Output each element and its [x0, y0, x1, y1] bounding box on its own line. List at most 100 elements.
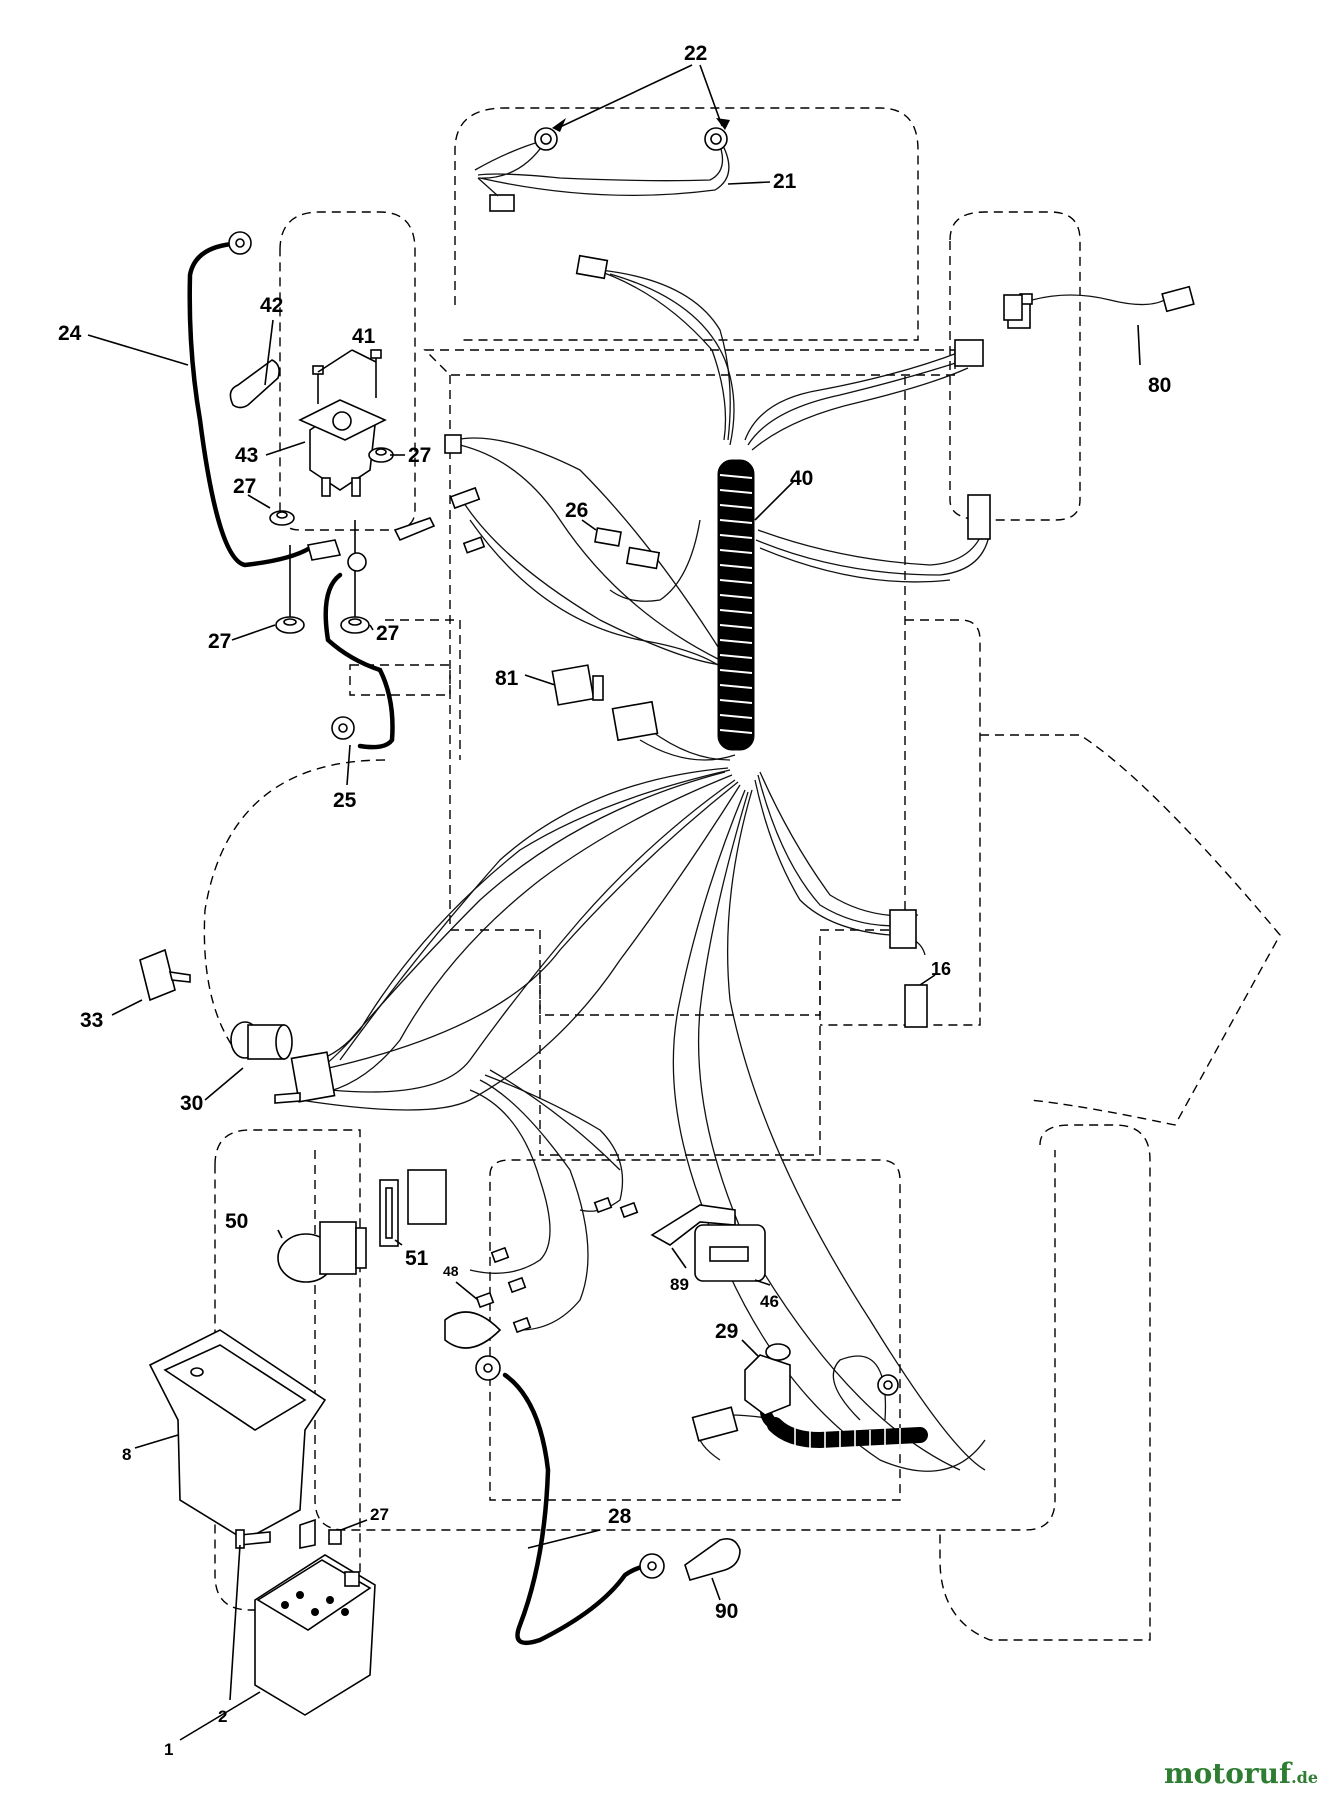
ignition-area: [139, 948, 336, 1104]
pto-connector: [407, 1169, 447, 1225]
pto-switch-50: [277, 1221, 367, 1283]
hex-nut-27-b: [368, 447, 394, 463]
relay-socket-81: [611, 700, 659, 742]
callout-27-d: 27: [376, 622, 399, 645]
battery-area: [148, 1329, 741, 1716]
hex-nut-27-c: [275, 616, 305, 634]
callout-81: 81: [495, 667, 519, 690]
callout-27-a: 27: [233, 475, 256, 498]
meter-area: [650, 1204, 899, 1442]
connector-16-top: [889, 909, 917, 949]
watermark-tld: .de: [1291, 1768, 1318, 1787]
callout-29: 29: [715, 1320, 738, 1343]
connector-right-lower: [967, 494, 991, 540]
center-panel-outline: [385, 619, 981, 1026]
relay-81: [551, 664, 595, 706]
callout-43: 43: [235, 444, 258, 467]
sensor-lead-80: [1031, 294, 1169, 306]
battery-cable-28: [502, 1372, 655, 1646]
headlight-right: [704, 127, 728, 151]
terminal-boot-42: [229, 359, 280, 409]
watermark-logo: motoruf.de: [1164, 1757, 1318, 1790]
headlight-left: [534, 127, 558, 151]
right-wheel-outline: [980, 734, 1281, 1126]
callout-33: 33: [80, 1009, 103, 1032]
callout-28: 28: [608, 1505, 632, 1528]
callout-26: 26: [565, 499, 588, 522]
center-body-outline: [449, 375, 906, 1016]
left-wheel-outline: [203, 759, 386, 1051]
fuse-holder-26-b: [625, 546, 661, 570]
callout-27-c: 27: [208, 630, 231, 653]
connector-80-b: [1003, 294, 1023, 321]
ignition-plug: [290, 1051, 336, 1103]
callout-46: 46: [760, 1292, 779, 1311]
callout-48: 48: [443, 1263, 459, 1279]
callout-80: 80: [1148, 374, 1171, 397]
sensor-plug-80: [1161, 285, 1195, 313]
connector-16: [904, 984, 928, 1028]
small-bracket-outline: [349, 664, 451, 696]
solenoid-assembly: [229, 349, 394, 634]
hood-outline: [454, 107, 919, 341]
harness-coil: [717, 459, 755, 751]
terminal-left-mid: [449, 486, 481, 510]
callout-42: 42: [260, 294, 283, 317]
callout-40: 40: [790, 467, 813, 490]
left-fender-outline: [279, 211, 416, 531]
headlight-connector: [489, 194, 515, 212]
callout-51: 51: [405, 1247, 429, 1270]
callout-labels: 22 21 24 42 41 43 27 27 27 27 25 40 26 8…: [58, 42, 1171, 1759]
terminal-clamp: [299, 1518, 316, 1549]
chassis-outlines: [203, 107, 1281, 1641]
battery-cable-24: [187, 241, 313, 568]
callout-22: 22: [684, 42, 707, 65]
harness-plug-top: [575, 254, 609, 280]
hex-nut-27-d: [340, 616, 370, 634]
front-connectors: [393, 254, 1195, 1028]
leader-lines: [87, 64, 1141, 1741]
upper-frame-outline: [423, 349, 956, 376]
callout-2: 2: [218, 1707, 227, 1726]
headlight-harness: [474, 139, 730, 196]
callout-27-e: 27: [370, 1505, 389, 1524]
battery-cables: [187, 231, 665, 1646]
seat-switch-29: [744, 1354, 791, 1416]
battery-nut-27: [328, 1529, 342, 1545]
callout-21: 21: [773, 170, 797, 193]
main-harness-wires: [299, 267, 991, 1472]
rear-inner-outline: [489, 1159, 901, 1501]
callout-89: 89: [670, 1275, 689, 1294]
ignition-key-33: [139, 948, 176, 1002]
connector-right-upper: [954, 339, 984, 367]
callout-30: 30: [180, 1092, 203, 1115]
callout-27-b: 27: [408, 444, 431, 467]
callout-90: 90: [715, 1600, 738, 1623]
callout-16: 16: [931, 959, 951, 979]
battery-cable-25: [323, 572, 395, 750]
callout-24: 24: [58, 322, 82, 345]
seat-switch-plug: [691, 1406, 739, 1442]
terminal-boot-90: [684, 1537, 741, 1581]
harness-sleeve: [717, 459, 755, 751]
pto-area: [277, 1169, 639, 1349]
terminal-left-upper: [444, 434, 462, 454]
callout-50: 50: [225, 1210, 248, 1233]
hex-nut-27-a: [269, 510, 295, 526]
callout-25: 25: [333, 789, 357, 812]
callout-41: 41: [352, 325, 376, 348]
lower-frame-outline: [539, 970, 821, 1156]
fuse-body-48: [444, 1311, 502, 1349]
fuse-holder-26-a: [594, 527, 622, 547]
callout-1: 1: [164, 1740, 173, 1759]
right-rear-fender-outline: [939, 1124, 1151, 1641]
terminal-left-lower: [462, 536, 486, 554]
watermark-main: motoruf: [1163, 1757, 1292, 1790]
inline-terminal: [393, 517, 436, 542]
rear-deck-outline: [314, 1150, 1056, 1531]
headlight-assembly: [474, 127, 730, 212]
right-fender-outline: [949, 211, 1081, 521]
callout-8: 8: [122, 1445, 131, 1464]
ignition-switch-30: [230, 1021, 293, 1060]
